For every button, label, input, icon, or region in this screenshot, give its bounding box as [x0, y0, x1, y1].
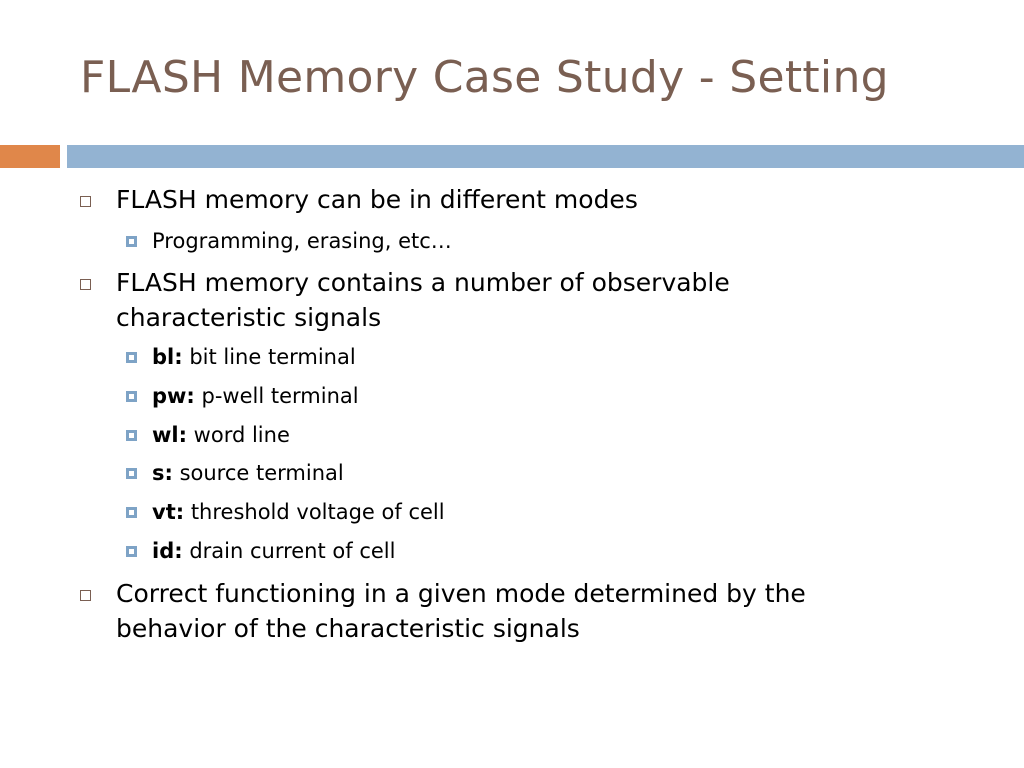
hollow-square-bullet-icon [80, 279, 91, 290]
slide-title: FLASH Memory Case Study - Setting [80, 52, 889, 103]
square-bullet-icon [126, 507, 137, 518]
square-bullet-icon [126, 236, 137, 247]
signal-item: bl: bit line terminal [152, 343, 912, 371]
signal-item: s: source terminal [152, 459, 912, 487]
sub-bullet-programming: Programming, erasing, etc… [152, 229, 452, 253]
signal-desc: word line [187, 423, 290, 447]
bullet-correct-line1: Correct functioning in a given mode dete… [116, 579, 806, 608]
signal-item: vt: threshold voltage of cell [152, 498, 912, 526]
square-bullet-icon [126, 468, 137, 479]
signal-item: id: drain current of cell [152, 537, 912, 565]
hollow-square-bullet-icon [80, 196, 91, 207]
signal-desc: p-well terminal [194, 384, 359, 408]
signal-item: pw: p-well terminal [152, 382, 912, 410]
bullet-signals-line1: FLASH memory contains a number of observ… [116, 268, 730, 297]
signal-term: bl: [152, 345, 183, 369]
signal-term: pw: [152, 384, 195, 408]
bullet-correct-line2: behavior of the characteristic signals [116, 614, 580, 643]
bullet-modes: FLASH memory can be in different modes [116, 185, 638, 214]
bullet-signals-line2: characteristic signals [116, 303, 382, 332]
square-bullet-icon [126, 546, 137, 557]
signal-term: id: [152, 539, 183, 563]
square-bullet-icon [126, 352, 137, 363]
square-bullet-icon [126, 391, 137, 402]
signal-term: vt: [152, 500, 185, 524]
square-bullet-icon [126, 430, 137, 441]
blue-accent-bar [67, 145, 1024, 168]
signal-term: s: [152, 461, 173, 485]
signal-item: wl: word line [152, 421, 912, 449]
signal-desc: threshold voltage of cell [184, 500, 445, 524]
signal-term: wl: [152, 423, 187, 447]
orange-accent-bar [0, 145, 60, 168]
hollow-square-bullet-icon [80, 590, 91, 601]
signal-desc: drain current of cell [182, 539, 396, 563]
signal-desc: bit line terminal [182, 345, 356, 369]
signal-desc: source terminal [172, 461, 344, 485]
